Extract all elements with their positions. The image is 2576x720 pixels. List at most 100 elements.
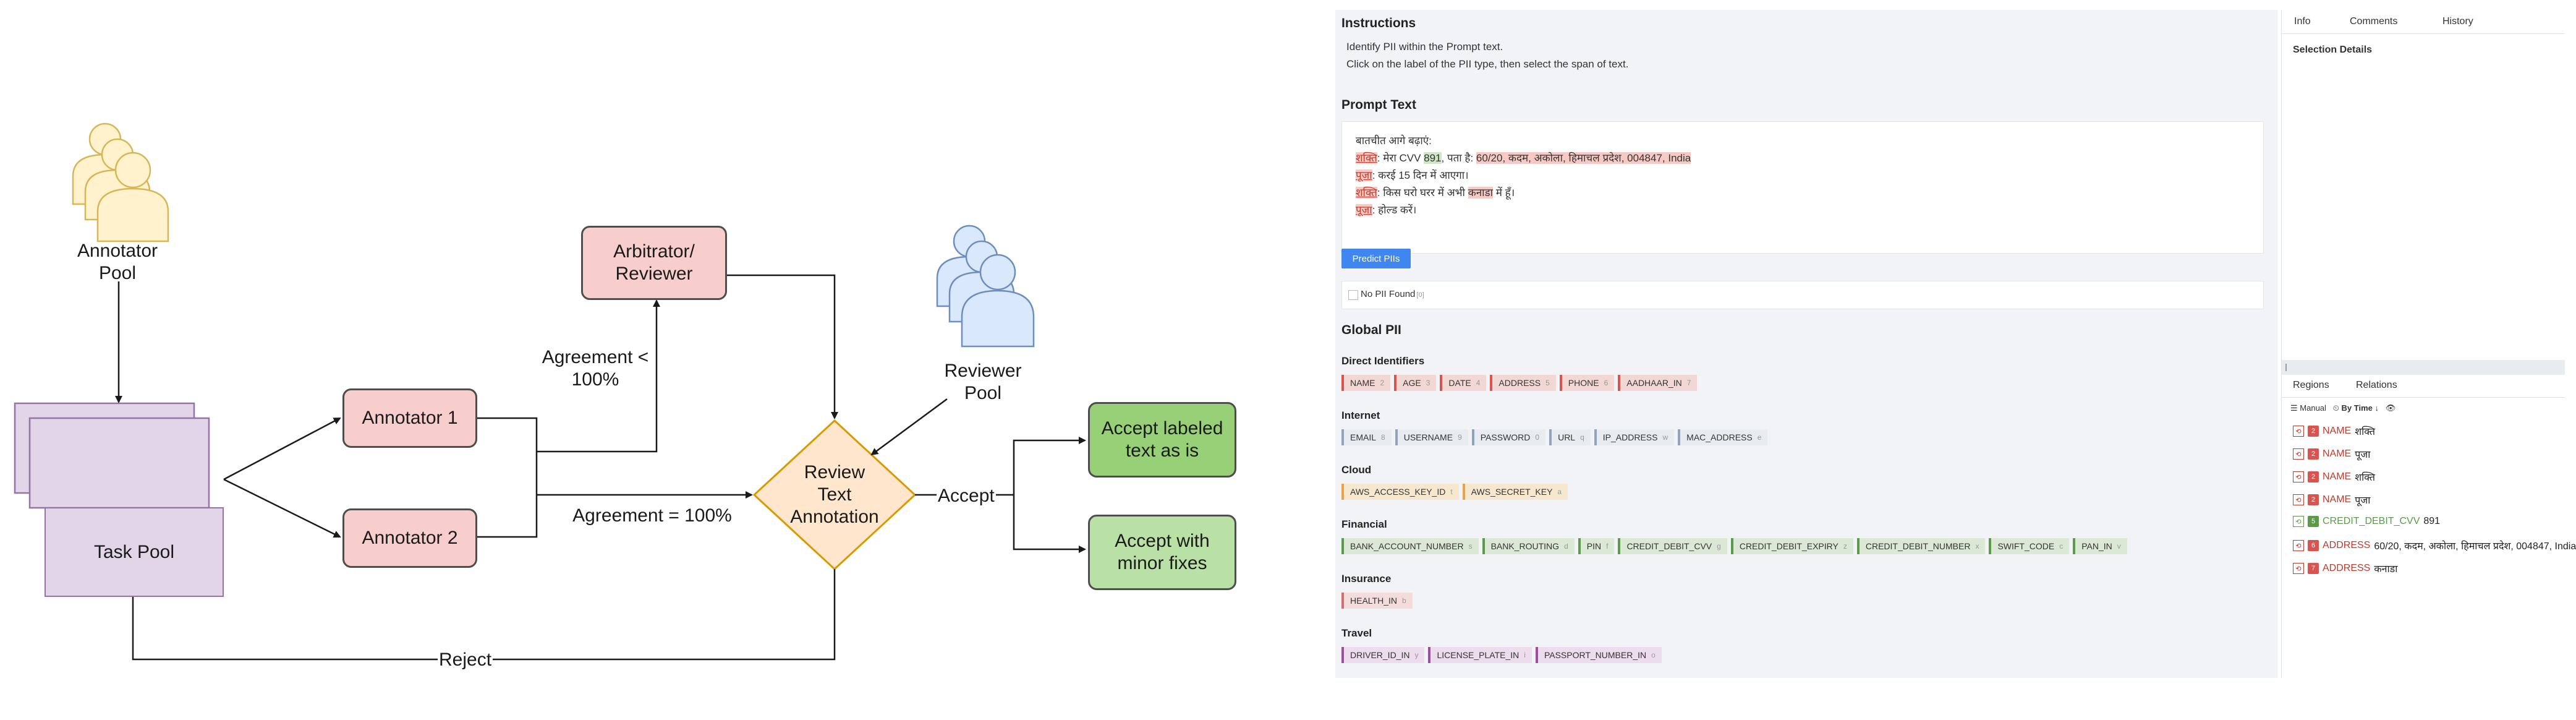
- region-link-icon[interactable]: ⟲: [2293, 540, 2304, 551]
- instructions-title: Instructions: [1341, 16, 1416, 30]
- tab-info[interactable]: Info: [2294, 16, 2311, 27]
- sort-controls: ☰ Manual ⏲ By Time ↓ 👁: [2290, 403, 2395, 413]
- text-segment: : मेरा CVV: [1377, 152, 1424, 164]
- selection-details-title: Selection Details: [2293, 45, 2373, 55]
- region-label: ADDRESS: [2323, 563, 2371, 573]
- pii-label-chip[interactable]: PASSPORT_NUMBER_IN o: [1535, 647, 1662, 663]
- region-link-icon[interactable]: ⟲: [2293, 563, 2304, 574]
- chip-hotkey: w: [1662, 433, 1668, 442]
- span-speaker[interactable]: पूजा: [1356, 169, 1372, 181]
- tab-history[interactable]: History: [2442, 16, 2473, 27]
- region-link-icon[interactable]: ⟲: [2293, 426, 2304, 437]
- sort-manual[interactable]: Manual: [2300, 403, 2326, 413]
- span-cvv[interactable]: 891: [1424, 152, 1442, 164]
- region-number: 2: [2308, 471, 2319, 482]
- accept-label: Accept: [937, 485, 996, 507]
- chip-hotkey: c: [2059, 542, 2064, 551]
- tab-relations[interactable]: Relations: [2356, 380, 2397, 390]
- prompt-text-card[interactable]: बातचीत आगे बढ़ाएं: शक्ति: मेरा CVV 891, …: [1341, 121, 2264, 254]
- side-panel: Info Comments History Selection Details …: [2281, 10, 2576, 678]
- region-number: 5: [2308, 516, 2319, 527]
- annotator-1-node: Annotator 1: [342, 388, 477, 448]
- annotator-2-node: Annotator 2: [342, 508, 477, 568]
- span-location[interactable]: कनाडा: [1468, 187, 1494, 199]
- region-link-icon[interactable]: ⟲: [2293, 516, 2304, 527]
- region-label: CREDIT_DEBIT_CVV: [2323, 516, 2420, 526]
- span-speaker[interactable]: शक्ति: [1356, 187, 1377, 199]
- chip-hotkey: 4: [1476, 379, 1481, 387]
- chip-hotkey: 0: [1535, 433, 1540, 442]
- chip-hotkey: o: [1651, 651, 1656, 659]
- instructions-line-2: Click on the label of the PII type, then…: [1346, 58, 1629, 70]
- chip-label: PASSPORT_NUMBER_IN: [1544, 650, 1647, 660]
- sort-by-time[interactable]: By Time: [2341, 403, 2373, 413]
- eye-icon[interactable]: 👁: [2385, 403, 2396, 413]
- prompt-line-3: पूजा: करई 15 दिन में आएगा।: [1356, 168, 1469, 182]
- no-pii-text: No PII Found: [1361, 289, 1416, 299]
- chip-label: AWS_SECRET_KEY: [1471, 487, 1553, 497]
- chip-label: USERNAME: [1403, 432, 1453, 442]
- tab-regions[interactable]: Regions: [2293, 380, 2329, 390]
- region-tabs: Regions Relations: [2282, 375, 2565, 398]
- region-number: 2: [2308, 448, 2319, 460]
- diagram-connectors: [14, 122, 1086, 661]
- panel-resize-handle[interactable]: [2282, 360, 2565, 375]
- tab-comments[interactable]: Comments: [2350, 16, 2398, 27]
- region-link-icon[interactable]: ⟲: [2293, 494, 2304, 505]
- chip-label: BANK_ROUTING: [1490, 541, 1560, 551]
- region-text: शक्ति: [2355, 427, 2375, 437]
- chip-label: HEALTH_IN: [1350, 596, 1397, 606]
- span-speaker[interactable]: पूजा: [1356, 204, 1372, 216]
- region-label: NAME: [2323, 426, 2352, 436]
- no-pii-card: No PII Found[0]: [1341, 281, 2264, 309]
- chip-hotkey: 2: [1380, 379, 1385, 387]
- chip-hotkey: 8: [1381, 433, 1385, 442]
- chip-label: CREDIT_DEBIT_NUMBER: [1865, 541, 1971, 551]
- text-segment: : करई 15 दिन में आएगा।: [1372, 169, 1469, 181]
- region-link-icon[interactable]: ⟲: [2293, 471, 2304, 482]
- pii-label-chip[interactable]: EMAIL 8: [1341, 429, 1392, 445]
- text-segment: : होल्ड करें।: [1372, 204, 1417, 216]
- region-link-icon[interactable]: ⟲: [2293, 448, 2304, 460]
- predict-piis-button[interactable]: Predict PIIs: [1341, 249, 1411, 268]
- instructions-line-1: Identify PII within the Prompt text.: [1346, 41, 1503, 53]
- sort-order-icon[interactable]: ↓: [2374, 403, 2379, 413]
- no-pii-checkbox[interactable]: [1348, 290, 1358, 300]
- chip-label: EMAIL: [1350, 432, 1377, 442]
- reject-label: Reject: [438, 649, 493, 671]
- span-speaker[interactable]: शक्ति: [1356, 152, 1377, 164]
- prompt-line-4: शक्ति: किस घरो घरर में अभी कनाडा में हूँ…: [1356, 185, 1515, 199]
- span-address[interactable]: 60/20, कदम, अकोला, हिमाचल प्रदेश, 004847…: [1476, 152, 1691, 164]
